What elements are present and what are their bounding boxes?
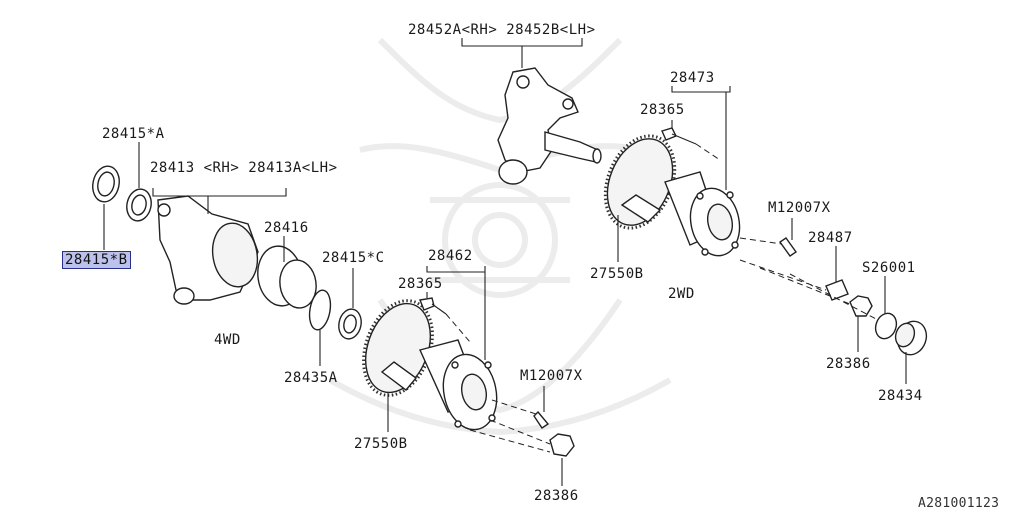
cotter-ring-2wd bbox=[874, 312, 898, 340]
label-hub-4wd[interactable]: 28462 bbox=[428, 248, 473, 264]
label-abs-rotor-4wd[interactable]: 27550B bbox=[354, 436, 408, 452]
label-bolt-4wd[interactable]: 28365 bbox=[398, 276, 443, 292]
label-4wd: 4WD bbox=[214, 332, 241, 348]
label-2wd: 2WD bbox=[668, 286, 695, 302]
label-knuckle-2wd[interactable]: 28452A<RH> 28452B<LH> bbox=[408, 22, 596, 38]
grease-cap-2wd bbox=[894, 320, 928, 356]
knuckle-2wd bbox=[497, 67, 602, 185]
leader-2wd-knuckle bbox=[461, 38, 583, 68]
housing-4wd bbox=[157, 195, 259, 305]
reference-code: A281001123 bbox=[918, 496, 1000, 511]
label-bolt-m-4wd[interactable]: M12007X bbox=[520, 368, 583, 384]
hub-2wd bbox=[664, 171, 741, 257]
label-seal-b-selected[interactable]: 28415*B bbox=[62, 251, 131, 269]
label-washer-2wd[interactable]: 28487 bbox=[808, 230, 853, 246]
leader-2wd-hub bbox=[617, 86, 793, 262]
hub-bolt-4wd bbox=[419, 297, 471, 343]
label-hub-2wd[interactable]: 28473 bbox=[670, 70, 715, 86]
label-bearing-4wd[interactable]: 28416 bbox=[264, 220, 309, 236]
label-nut-4wd[interactable]: 28386 bbox=[534, 488, 579, 504]
label-cap-2wd[interactable]: 28434 bbox=[878, 388, 923, 404]
leader-4wd-housing bbox=[103, 142, 354, 366]
leader-2wd-small-parts bbox=[739, 246, 907, 384]
nut-2wd bbox=[849, 295, 873, 317]
label-abs-rotor-2wd[interactable]: 27550B bbox=[590, 266, 644, 282]
label-seal-a[interactable]: 28415*A bbox=[102, 126, 165, 142]
watermark-emblem bbox=[328, 37, 672, 436]
bolt-m12007x-2wd bbox=[739, 237, 797, 257]
abs-rotor-2wd bbox=[603, 134, 677, 230]
label-cotter-2wd[interactable]: S26001 bbox=[862, 260, 916, 276]
bolt-m12007x-4wd bbox=[491, 399, 550, 429]
label-bolt-2wd[interactable]: 28365 bbox=[640, 102, 685, 118]
label-snap-ring[interactable]: 28435A bbox=[284, 370, 338, 386]
bearing-4wd bbox=[257, 245, 317, 309]
label-seal-c[interactable]: 28415*C bbox=[322, 250, 385, 266]
seal-c bbox=[338, 308, 362, 340]
seal-a bbox=[126, 188, 152, 222]
label-housing-4wd[interactable]: 28413 <RH> 28413A<LH> bbox=[150, 160, 338, 176]
label-nut-2wd[interactable]: 28386 bbox=[826, 356, 871, 372]
hub-bolt-2wd bbox=[661, 127, 721, 161]
seal-b bbox=[92, 165, 120, 203]
label-bolt-m-2wd[interactable]: M12007X bbox=[768, 200, 831, 216]
snap-ring bbox=[308, 289, 332, 331]
nut-4wd bbox=[469, 419, 575, 457]
hub-4wd bbox=[419, 339, 498, 431]
leader-4wd-hub bbox=[387, 266, 563, 486]
washer-2wd bbox=[825, 279, 849, 301]
